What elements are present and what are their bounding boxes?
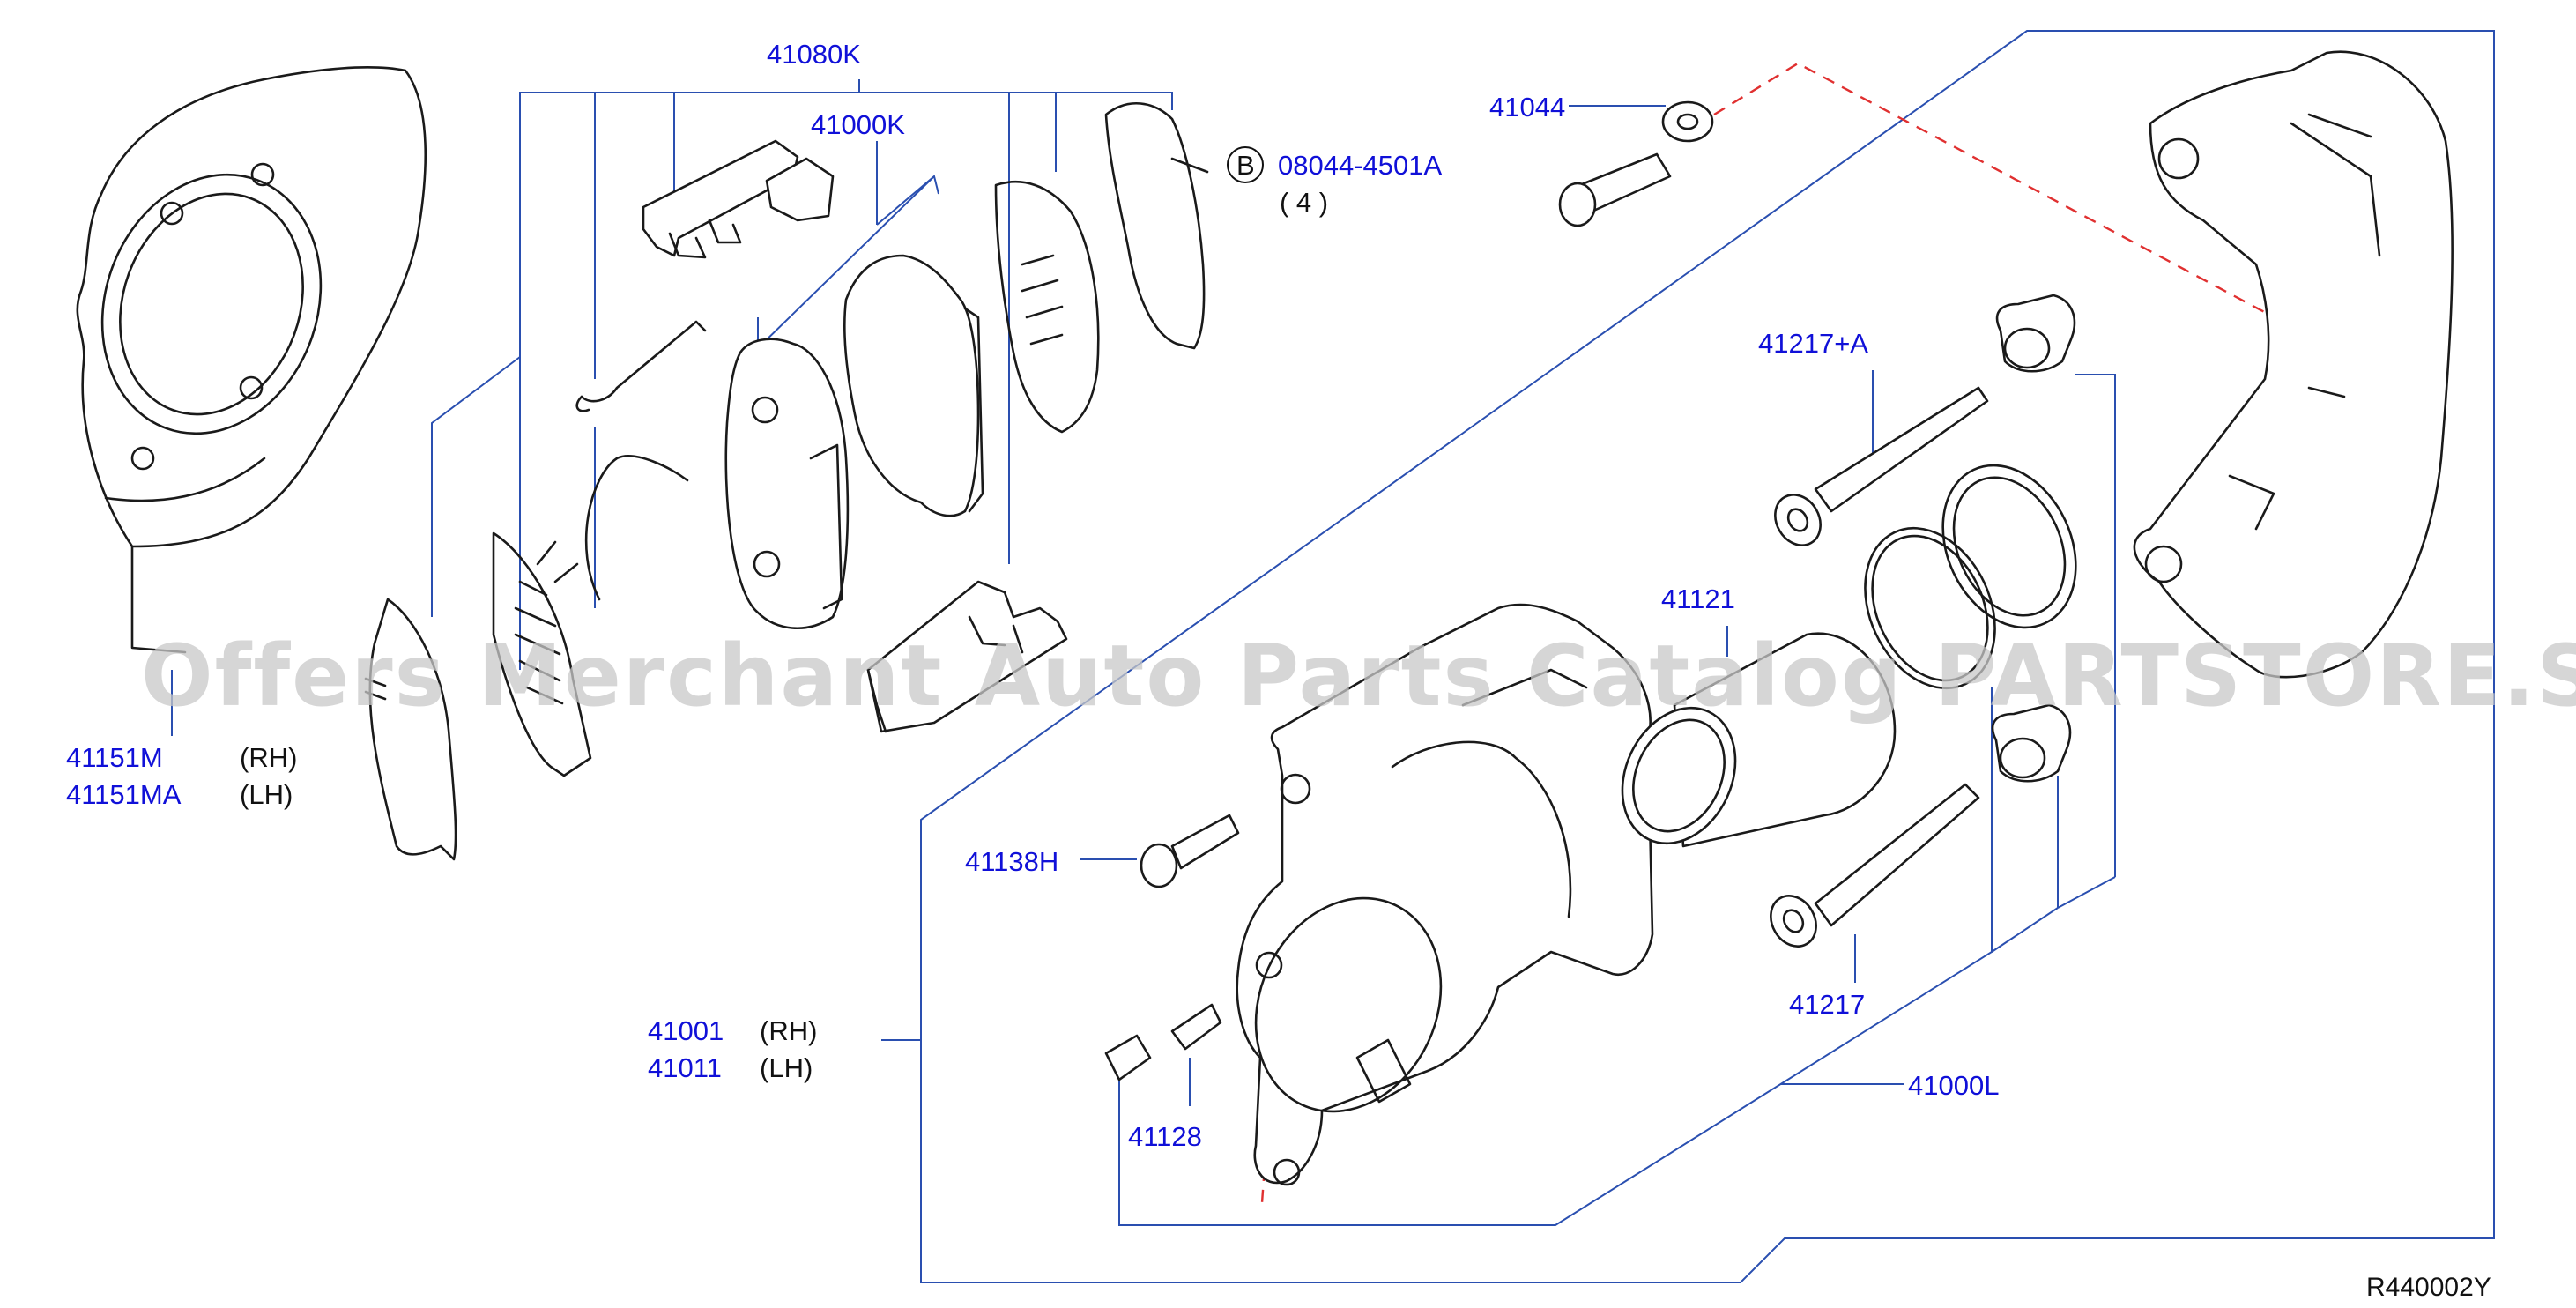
shim-outer-left xyxy=(364,598,457,861)
bolt-41138H xyxy=(1140,814,1240,888)
pin-boot-lower xyxy=(1991,703,2072,783)
dust-shield-41151M xyxy=(76,66,427,654)
label-41001-side: (RH) xyxy=(760,1015,817,1046)
leader-41001-enclosure xyxy=(920,30,2495,1283)
mounting-bolt-08044 xyxy=(1558,152,1672,227)
pad-clip-lower xyxy=(866,580,1068,733)
piston-seals xyxy=(1864,464,2077,690)
leader-41080K xyxy=(519,92,1173,670)
leader-lines xyxy=(171,30,2495,1283)
caliper-bracket xyxy=(2133,50,2454,679)
bolt-badge: B xyxy=(1236,150,1255,181)
shim-inner-right xyxy=(994,180,1100,434)
pad-clip-upper xyxy=(642,139,835,259)
anti-rattle-springs xyxy=(575,320,707,601)
brake-pad-front xyxy=(724,338,850,629)
label-41217A[interactable]: 41217+A xyxy=(1758,328,1868,359)
label-41001[interactable]: 41001 xyxy=(648,1015,724,1046)
reference-code: R440002Y xyxy=(2366,1273,2491,1302)
label-41121[interactable]: 41121 xyxy=(1661,583,1735,614)
label-08044-4501A[interactable]: 08044-4501A xyxy=(1278,150,1442,181)
label-41044[interactable]: 41044 xyxy=(1489,92,1565,123)
brake-pad-rear xyxy=(843,254,984,517)
guide-pin-41217A xyxy=(1774,386,1989,546)
label-41151M-side: (RH) xyxy=(240,742,297,773)
label-41217[interactable]: 41217 xyxy=(1789,989,1865,1020)
shim-outer-right xyxy=(1104,102,1209,350)
part-labels: 41080K 41000K 41044 B 08044-4501A ( 4 ) … xyxy=(66,39,2491,1302)
guide-pin-41217 xyxy=(1770,783,1980,948)
label-41138H[interactable]: 41138H xyxy=(965,846,1058,877)
label-41151MA-side: (LH) xyxy=(240,779,293,810)
label-41011[interactable]: 41011 xyxy=(648,1052,722,1083)
label-41000K[interactable]: 41000K xyxy=(811,109,905,140)
pin-boot-upper xyxy=(1995,294,2076,373)
watermark: Offers Merchant Auto Parts Catalog PARTS… xyxy=(141,627,2576,725)
leader-41000K xyxy=(757,175,939,351)
label-41080K[interactable]: 41080K xyxy=(767,39,861,70)
bolt-badge-circle xyxy=(1227,146,1264,183)
label-08044-qty: ( 4 ) xyxy=(1280,187,1328,218)
label-41128[interactable]: 41128 xyxy=(1128,1121,1202,1152)
leader-41000L xyxy=(1118,687,1993,1226)
label-41151M[interactable]: 41151M xyxy=(66,742,163,773)
label-41000L[interactable]: 41000L xyxy=(1908,1070,1999,1101)
shim-inner-left xyxy=(492,531,592,777)
label-41011-side: (LH) xyxy=(760,1052,813,1083)
bleeder-41128 xyxy=(1104,1003,1222,1081)
caliper-body-41001 xyxy=(1236,603,1654,1186)
label-41151MA[interactable]: 41151MA xyxy=(66,779,182,810)
piston-41121 xyxy=(1621,632,1897,848)
washer-41044 xyxy=(1661,100,1714,143)
